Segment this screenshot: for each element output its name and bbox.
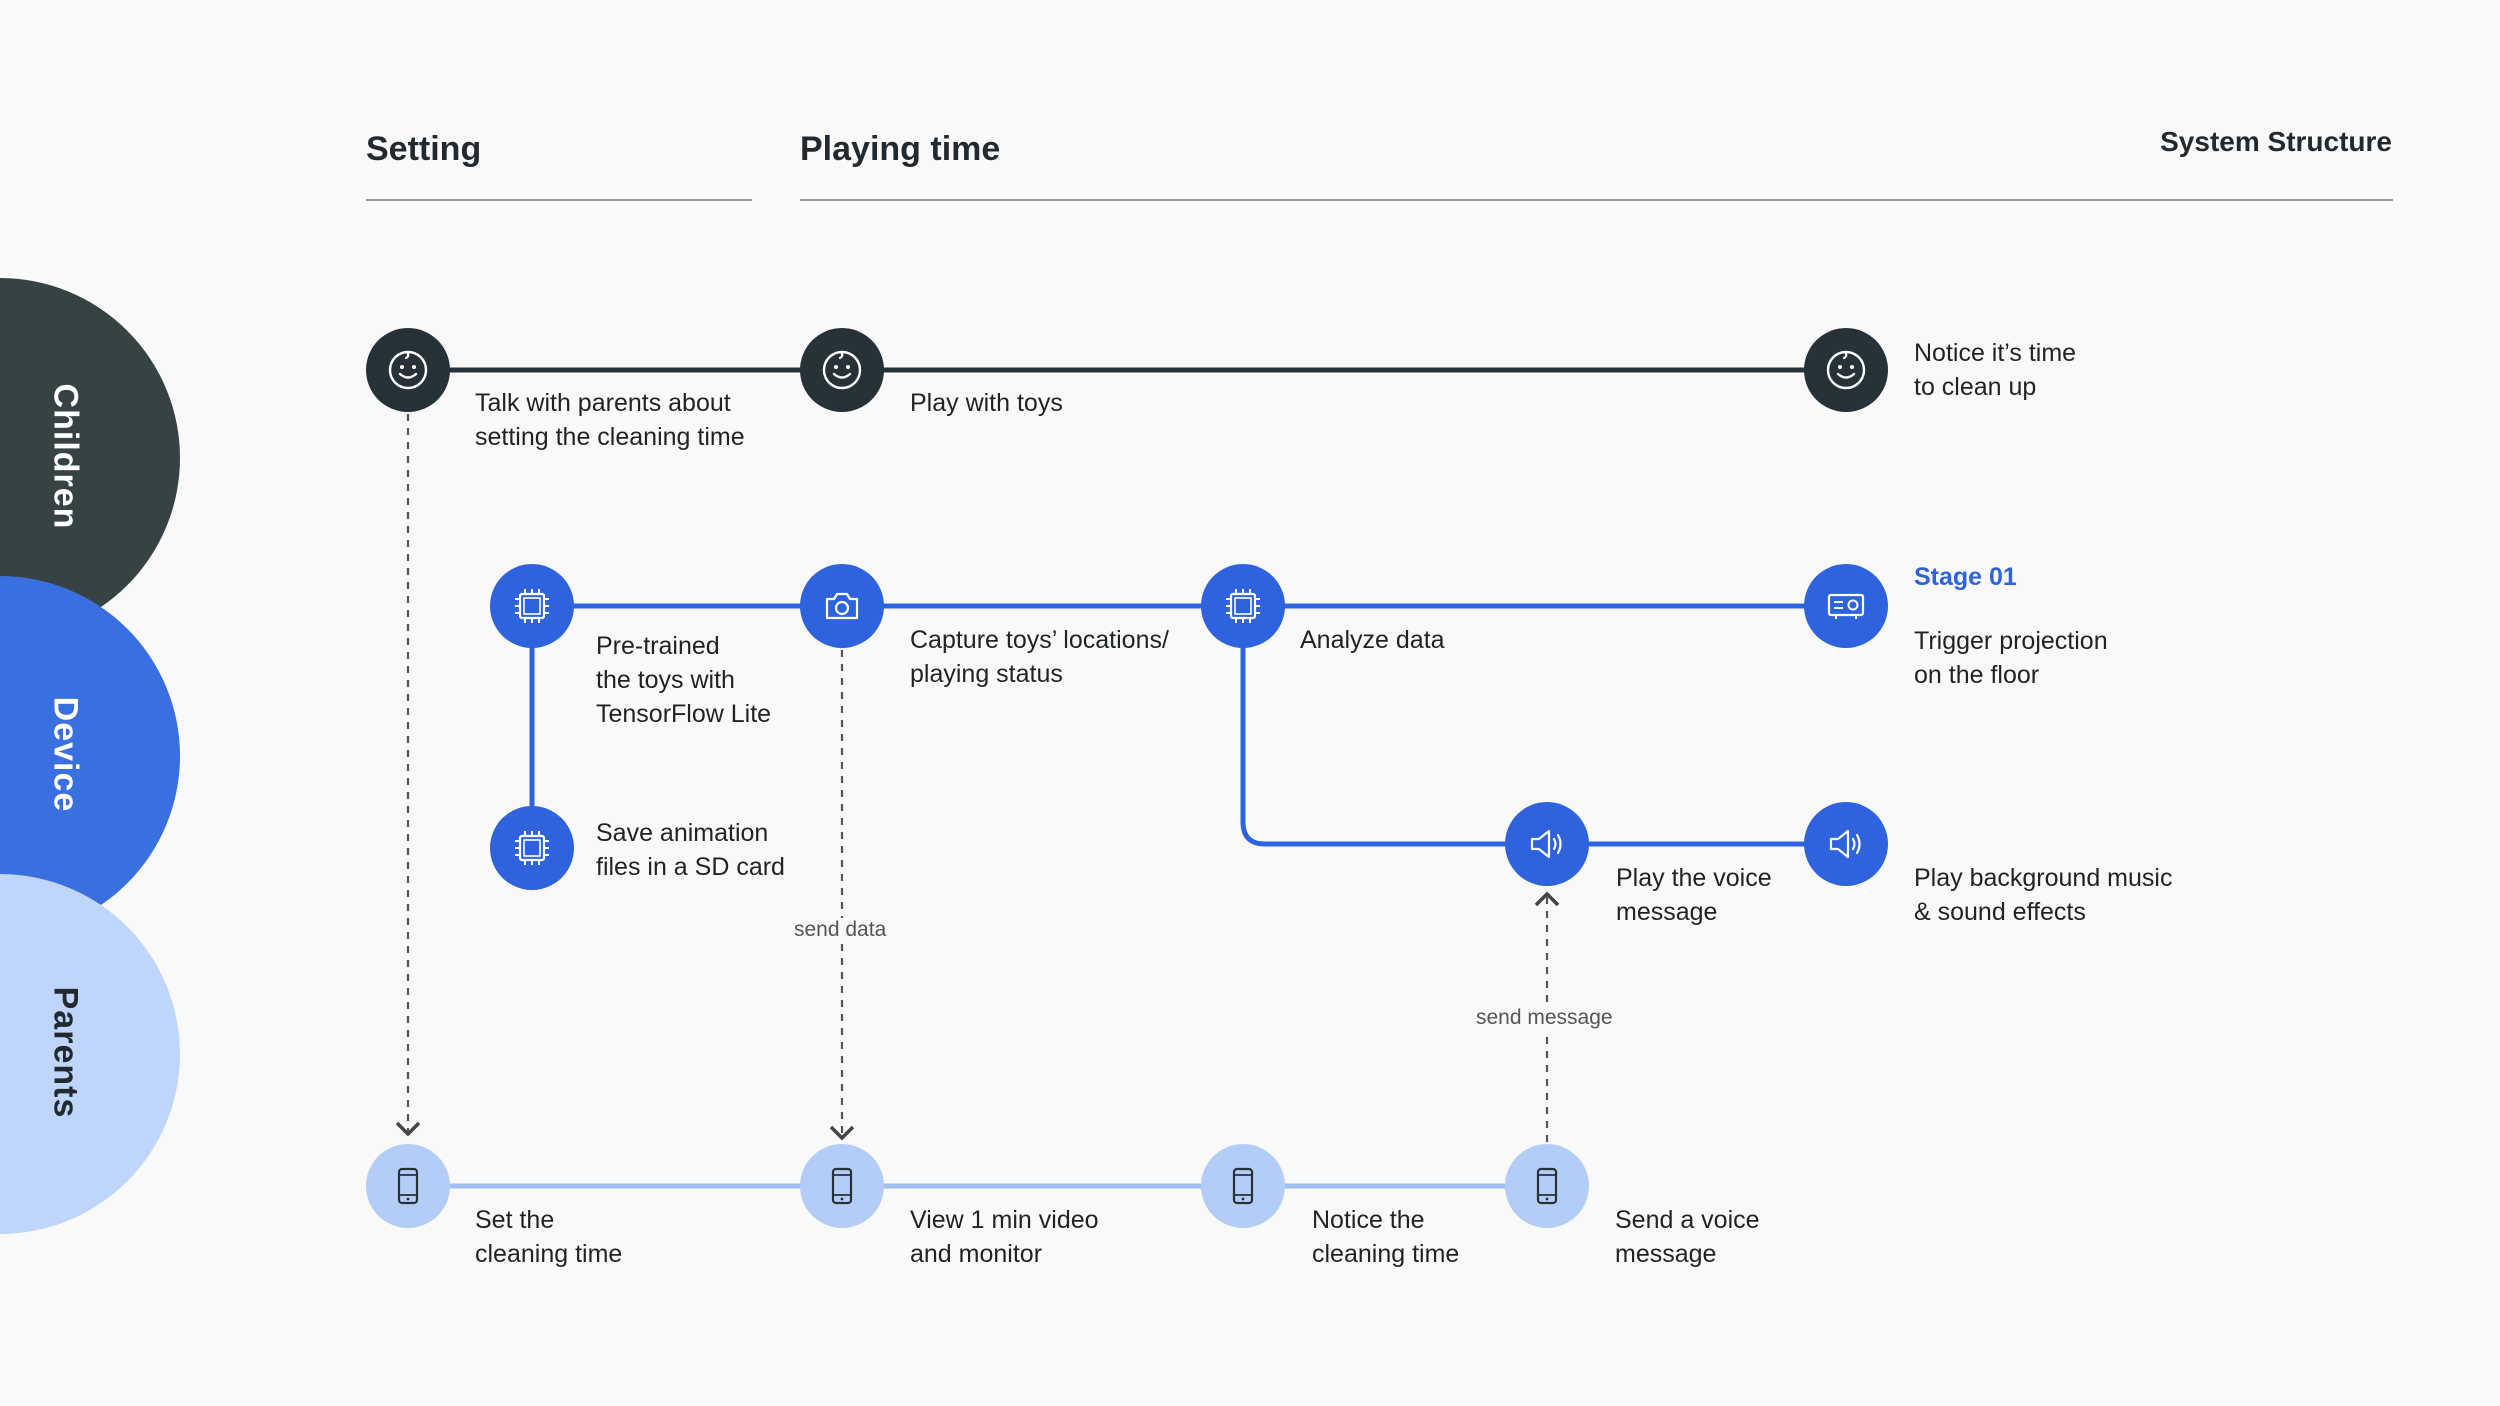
label-line: cleaning time: [475, 1240, 623, 1268]
label-line: Notice it’s time: [1914, 339, 2077, 367]
device-node-voice: [1505, 802, 1589, 886]
phone-icon: [397, 1167, 419, 1205]
label-line: message: [1616, 898, 1718, 926]
label-line: message: [1615, 1240, 1717, 1268]
label-line: Play background music: [1914, 864, 2173, 892]
device-label-capture: Capture toys’ locations/ playing status: [910, 623, 1169, 691]
children-label-talk: Talk with parents about setting the clea…: [475, 386, 745, 454]
label-line: Send a voice: [1615, 1206, 1760, 1234]
device-label-analyze: Analyze data: [1300, 623, 1445, 657]
projector-icon: [1827, 593, 1865, 619]
label-line: Save animation: [596, 819, 769, 847]
child-face-icon: [1826, 350, 1866, 390]
children-node-talk: [366, 328, 450, 412]
label-line: Play with toys: [910, 389, 1063, 417]
speaker-icon: [1530, 829, 1562, 859]
label-line: Set the: [475, 1206, 555, 1234]
phone-icon: [1536, 1167, 1558, 1205]
label-line: playing status: [910, 660, 1063, 688]
label-line: & sound effects: [1914, 898, 2086, 926]
setting-underline: [366, 199, 752, 201]
label-line: Capture toys’ locations/: [910, 626, 1169, 654]
phone-icon: [831, 1167, 853, 1205]
device-node-save: [490, 806, 574, 890]
label-line: Play the voice: [1616, 864, 1772, 892]
chip-icon: [1226, 589, 1260, 623]
label-line: Analyze data: [1300, 626, 1445, 654]
label-line: Notice the: [1312, 1206, 1425, 1234]
label-line: Pre-trained: [596, 632, 720, 660]
device-node-capture: [800, 564, 884, 648]
device-label-voice: Play the voice message: [1616, 861, 1772, 929]
parents-node-view: [800, 1144, 884, 1228]
children-node-notice: [1804, 328, 1888, 412]
lane-device-circle: [0, 576, 180, 936]
device-label-save: Save animation files in a SD card: [596, 816, 785, 884]
lane-children-circle: [0, 278, 180, 638]
child-face-icon: [822, 350, 862, 390]
section-title-playing-time: Playing time: [800, 130, 1001, 168]
chip-icon: [515, 589, 549, 623]
label-line: on the floor: [1914, 661, 2040, 689]
device-node-pretrained: [490, 564, 574, 648]
child-face-icon: [388, 350, 428, 390]
parents-label-set: Set the cleaning time: [475, 1203, 622, 1271]
phone-icon: [1232, 1167, 1254, 1205]
label-line: to clean up: [1914, 373, 2037, 401]
camera-icon: [825, 592, 859, 620]
send-message-label: send message: [1472, 1006, 1617, 1030]
device-node-music: [1804, 802, 1888, 886]
children-label-play: Play with toys: [910, 386, 1063, 420]
children-node-play: [800, 328, 884, 412]
label-line: TensorFlow Lite: [596, 700, 772, 728]
label-line: View 1 min video: [910, 1206, 1099, 1234]
stage-badge: Stage 01: [1914, 563, 2017, 591]
label-line: Trigger projection: [1914, 627, 2108, 655]
label-line: Talk with parents about: [475, 389, 731, 417]
device-label-music: Play background music & sound effects: [1914, 861, 2172, 929]
send-data-label: send data: [790, 918, 891, 942]
lane-parents-circle: [0, 874, 180, 1234]
label-line: files in a SD card: [596, 853, 785, 881]
label-line: the toys with: [596, 666, 735, 694]
label-line: cleaning time: [1312, 1240, 1460, 1268]
device-node-analyze: [1201, 564, 1285, 648]
parents-node-send: [1505, 1144, 1589, 1228]
playing-time-underline: [800, 199, 2393, 201]
section-title-setting: Setting: [366, 130, 482, 168]
label-line: setting the cleaning time: [475, 423, 745, 451]
device-label-trigger: Trigger projection on the floor: [1914, 624, 2108, 692]
device-branch-line: [1240, 606, 1845, 847]
device-label-pretrained: Pre-trained the toys with TensorFlow Lit…: [596, 629, 771, 731]
parents-node-set: [366, 1144, 450, 1228]
device-node-trigger: [1804, 564, 1888, 648]
children-label-notice: Notice it’s time to clean up: [1914, 336, 2076, 404]
page-title: System Structure: [2160, 126, 2392, 157]
parents-label-notice: Notice the cleaning time: [1312, 1203, 1459, 1271]
speaker-icon: [1829, 829, 1861, 859]
parents-node-notice: [1201, 1144, 1285, 1228]
parents-label-send: Send a voice message: [1615, 1203, 1760, 1271]
label-line: and monitor: [910, 1240, 1043, 1268]
chip-icon: [515, 831, 549, 865]
parents-label-view: View 1 min video and monitor: [910, 1203, 1099, 1271]
